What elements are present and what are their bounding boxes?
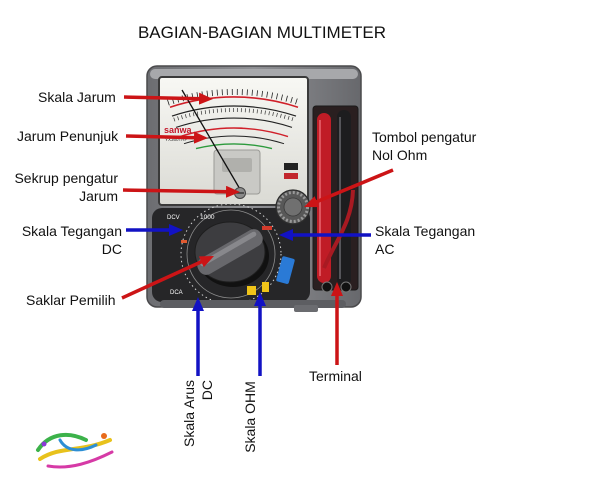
zero-ohm-knob <box>275 189 311 225</box>
dial-label-dcv-range: 1000 <box>200 214 215 221</box>
panel-symbol-black <box>284 163 298 170</box>
terminal-socket-1 <box>321 281 333 293</box>
label-skala-tegangan-dc: Skala Tegangan DC <box>10 222 122 258</box>
dial-ring-inner <box>186 209 276 299</box>
terminal-socket-2 <box>340 281 352 293</box>
scale-arc-red-2 <box>179 127 289 138</box>
arrow-tombol-nol-ohm <box>304 168 394 208</box>
label-terminal: Terminal <box>309 368 362 384</box>
label-line: DC <box>101 241 122 257</box>
needle-scale <box>167 88 301 150</box>
label-saklar-pemilih: Saklar Pemilih <box>26 292 116 308</box>
label-skala-jarum: Skala Jarum <box>38 89 116 105</box>
label-line: Nol Ohm <box>372 147 428 163</box>
label-line: DC <box>199 380 215 401</box>
arrow-saklar-pemilih <box>121 256 215 300</box>
label-jarum-penunjuk: Jarum Penunjuk <box>17 128 119 144</box>
multimeter: sanwa YX360TRF DCV 1000 DCA <box>146 65 362 312</box>
panel-symbol-red <box>284 173 298 179</box>
diagram-title: BAGIAN-BAGIAN MULTIMETER <box>137 23 387 42</box>
dial-mark-orange <box>181 240 187 243</box>
ohm-range-blue-patch <box>276 256 295 284</box>
case-foot-tab <box>294 305 318 312</box>
label-line: Sekrup pengatur <box>14 170 118 186</box>
ohm-range-yellow-patch-1 <box>247 286 256 295</box>
case-foot <box>160 300 346 308</box>
scale-arc-green <box>195 143 273 150</box>
model-text: YX360TRF <box>165 137 188 142</box>
label-line: AC <box>375 241 395 257</box>
scale-arc-red <box>169 96 299 108</box>
arrow-skala-jarum <box>123 92 213 105</box>
label-line: Skala Tegangan <box>375 223 476 239</box>
callout-arrows <box>121 92 394 376</box>
meter-window: sanwa YX360TRF <box>158 76 309 206</box>
label-tombol-pengatur-nol-ohm: Tombol pengatur Nol Ohm <box>372 128 476 164</box>
label-line: Tombol pengatur <box>372 129 477 145</box>
mechanism-detail <box>222 158 252 172</box>
dial-label-dca: DCA <box>170 290 183 296</box>
dial-ring <box>180 203 282 305</box>
brand-logo: sanwa <box>164 125 193 135</box>
label-skala-tegangan-ac: Skala Tegangan AC <box>375 222 475 258</box>
label-skala-arus-dc: Skala Arus DC <box>180 380 216 454</box>
scale-arc-black-2 <box>175 117 293 128</box>
dial-mark-red <box>262 226 272 230</box>
probe-holder <box>312 105 359 293</box>
label-line: Skala Tegangan <box>21 223 122 239</box>
dial-label-dcv: DCV <box>167 215 180 221</box>
zero-adjust-screw <box>234 187 246 199</box>
black-probe <box>337 110 351 286</box>
red-probe-wire <box>322 189 355 269</box>
ohm-range-yellow-patch-2 <box>262 282 269 292</box>
arrow-sekrup-pengatur-jarum <box>122 185 240 198</box>
scale-arc-black-3 <box>183 135 285 145</box>
scale-arc-black-1 <box>171 105 297 117</box>
label-line: Skala Arus <box>181 380 197 447</box>
arrow-jarum-penunjuk <box>125 131 208 144</box>
label-skala-ohm: Skala OHM <box>242 381 258 453</box>
label-sekrup-pengatur-jarum: Sekrup pengatur Jarum <box>10 169 118 205</box>
watermark-logo <box>36 432 114 469</box>
needle <box>181 89 245 197</box>
label-line: Jarum <box>79 188 118 204</box>
